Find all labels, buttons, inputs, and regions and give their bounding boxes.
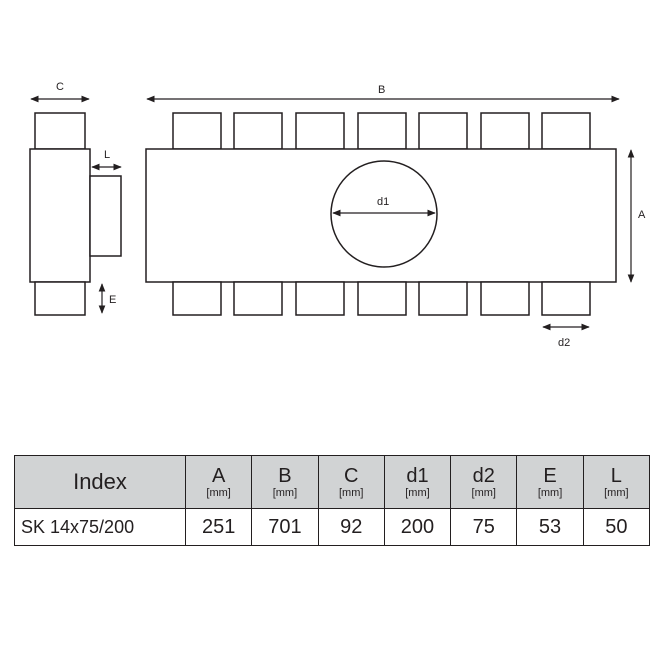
top-outlet xyxy=(233,112,283,150)
header-symbol: d1 xyxy=(406,465,429,487)
bottom-outlet xyxy=(480,281,530,316)
table-row: SK 14x75/200 251 701 92 200 75 53 50 xyxy=(14,508,651,546)
side-top-stub xyxy=(34,112,86,150)
header-unit: [mm] xyxy=(405,487,430,499)
side-body xyxy=(29,148,91,283)
header-symbol: C xyxy=(343,465,359,487)
top-outlet xyxy=(480,112,530,150)
header-unit: [mm] xyxy=(206,487,231,499)
header-index: Index xyxy=(14,455,186,509)
cell-c: 92 xyxy=(317,508,385,546)
header-symbol: A xyxy=(211,465,226,487)
bottom-outlet xyxy=(295,281,345,316)
header-d2: d2[mm] xyxy=(450,455,518,509)
header-unit: [mm] xyxy=(272,487,298,499)
label-e: E xyxy=(109,294,116,306)
cell-e: 53 xyxy=(516,508,584,546)
top-outlet xyxy=(295,112,345,150)
header-d1: d1[mm] xyxy=(383,455,452,509)
header-l: L[mm] xyxy=(582,455,651,509)
specification-table: Index A[mm] B[mm] C[mm] d1[mm] d2[mm] E[… xyxy=(14,455,651,546)
bottom-outlet xyxy=(541,281,591,316)
header-c: C[mm] xyxy=(317,455,385,509)
header-unit: [mm] xyxy=(537,487,563,499)
bottom-outlet xyxy=(172,281,222,316)
label-a: A xyxy=(638,209,646,221)
side-main-spigot xyxy=(89,175,122,257)
table-header-row: Index A[mm] B[mm] C[mm] d1[mm] d2[mm] E[… xyxy=(14,455,651,509)
cell-a: 251 xyxy=(184,508,253,546)
cell-index: SK 14x75/200 xyxy=(14,508,186,546)
header-symbol: d2 xyxy=(472,465,495,487)
label-c: C xyxy=(56,81,64,93)
bottom-outlet xyxy=(233,281,283,316)
cell-d2: 75 xyxy=(450,508,518,546)
header-symbol: B xyxy=(278,465,292,487)
header-unit: [mm] xyxy=(604,487,629,499)
top-outlet xyxy=(418,112,468,150)
header-symbol: E xyxy=(543,465,557,487)
technical-drawing: C B L A d1 E d2 xyxy=(29,81,646,349)
side-view xyxy=(29,112,122,316)
header-unit: [mm] xyxy=(471,487,496,499)
top-outlet xyxy=(357,112,407,150)
label-l: L xyxy=(104,149,110,161)
header-e: E[mm] xyxy=(516,455,584,509)
header-a: A[mm] xyxy=(184,455,253,509)
bottom-outlet xyxy=(357,281,407,316)
header-b: B[mm] xyxy=(251,455,319,509)
top-outlet xyxy=(172,112,222,150)
label-d2: d2 xyxy=(558,337,570,349)
cell-l: 50 xyxy=(582,508,651,546)
label-d1: d1 xyxy=(377,196,389,208)
header-unit: [mm] xyxy=(338,487,364,499)
side-bottom-stub xyxy=(34,281,86,316)
label-b: B xyxy=(378,84,385,96)
cell-b: 701 xyxy=(251,508,319,546)
main-inlet-circle xyxy=(330,160,438,268)
cell-d1: 200 xyxy=(383,508,452,546)
top-outlet xyxy=(541,112,591,150)
bottom-outlet xyxy=(418,281,468,316)
front-view xyxy=(145,112,617,316)
header-symbol: L xyxy=(610,465,622,487)
